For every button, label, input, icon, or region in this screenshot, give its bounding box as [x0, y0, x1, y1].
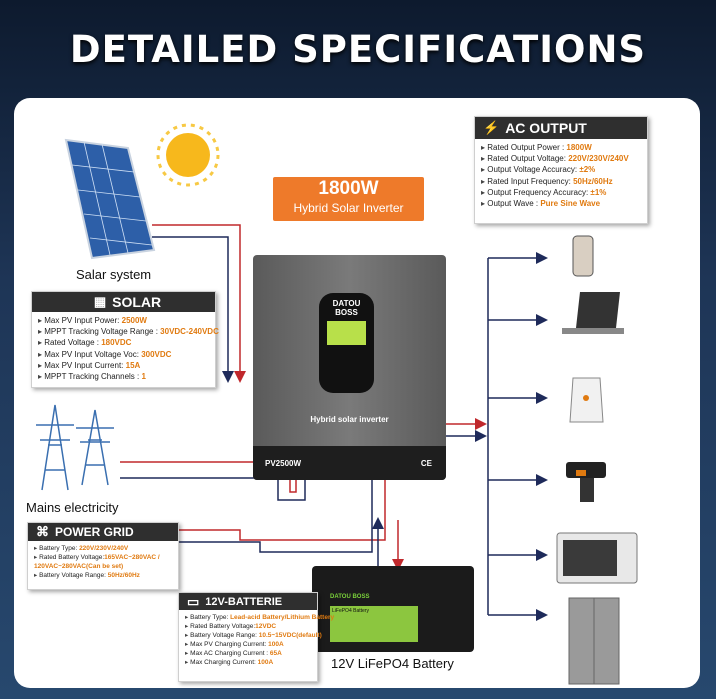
plug-icon: ⚡ — [483, 120, 500, 135]
mains-label: Mains electricity — [26, 500, 119, 515]
power-grid-rows: Battery Type: 220V/230V/240V Rated Batte… — [28, 541, 178, 583]
sun-icon — [156, 123, 220, 187]
drill-icon — [566, 462, 606, 502]
solar-wire-red — [152, 224, 246, 383]
grid-wire-red — [120, 461, 297, 493]
spec-row: Battery Voltage Range: 10.5~15VDC(defaul… — [185, 631, 322, 640]
spec-row: Output Frequency Accuracy: ±1% — [481, 187, 641, 198]
inverter-device: DATOU BOSS Hybrid solar inverter PV2500W… — [253, 255, 446, 480]
battery-label: 12V LiFePO4 Battery — [331, 656, 454, 671]
kettle-icon — [569, 377, 604, 423]
fridge-icon — [568, 597, 620, 685]
ac-output-rows: Rated Output Power : 1800W Rated Output … — [475, 139, 647, 212]
battery-header: ▭ 12V-BATTERIE — [179, 593, 317, 610]
banner-subtitle: Hybrid Solar Inverter — [293, 201, 404, 215]
solar-wire-navy — [152, 236, 234, 383]
grid-wire-navy — [120, 477, 306, 501]
brand-line-2: BOSS — [335, 308, 358, 317]
spec-row: Rated Voltage : 180VDC — [38, 337, 209, 348]
spec-row: MPPT Tracking Voltage Range : 30VDC-240V… — [38, 326, 219, 337]
solar-panel-icon — [64, 138, 156, 260]
solar-system-label: Salar system — [76, 267, 152, 282]
inverter-base — [253, 446, 446, 480]
inverter-banner: 1800W Hybrid Solar Inverter — [273, 177, 424, 221]
battery-device: DATOU BOSS LiFePO4 Battery — [312, 566, 474, 652]
spec-row: Rated Output Power : 1800W — [481, 142, 641, 153]
battery-icon: ▭ — [187, 593, 200, 609]
inverter-screen: DATOU BOSS — [319, 293, 374, 393]
solar-rows: Max PV Input Power: 2500W MPPT Tracking … — [32, 312, 219, 385]
battery-panel: ▭ 12V-BATTERIE Battery Type: Lead-acid B… — [178, 592, 334, 682]
spec-row: Output Wave : Pure Sine Wave — [481, 198, 641, 209]
spec-row: Battery Voltage Range: 50Hz/60Hz — [34, 571, 172, 580]
battery-sticker: LiFePO4 Battery — [330, 606, 418, 642]
pylon-icon — [36, 404, 114, 491]
power-grid-title: POWER GRID — [55, 525, 134, 539]
lcd-display — [327, 321, 366, 345]
spec-row: Max AC Charging Current : 65A — [185, 649, 311, 658]
spec-row: Rated Battery Voltage:165VAC~280VAC / 12… — [34, 553, 172, 571]
spec-row: Max PV Input Current: 15A — [38, 360, 209, 371]
solar-title: SOLAR — [112, 294, 162, 310]
brand-line-1: DATOU — [332, 299, 361, 308]
battery-brand: DATOU BOSS — [330, 594, 370, 600]
grid-wire-navy-2 — [170, 478, 373, 553]
spec-row: Battery Type: Lead-acid Battery/Lithium … — [185, 613, 334, 622]
battery-title: 12V-BATTERIE — [205, 595, 283, 608]
spec-row: Max PV Input Voltage Voc: 300VDC — [38, 349, 209, 360]
inverter-model: PV2500W — [265, 459, 302, 468]
ac-output-panel: ⚡ AC OUTPUT Rated Output Power : 1800W R… — [474, 116, 648, 224]
ce-mark: CE — [420, 459, 432, 468]
laptop-icon — [562, 292, 624, 334]
spec-row: Rated Battery Voltage:12VDC — [185, 622, 311, 631]
spec-row: Max PV Charging Current: 100A — [185, 640, 311, 649]
inverter-label: Hybrid solar inverter — [310, 415, 389, 424]
solar-module-icon: ▦ — [93, 294, 107, 309]
ac-output-header: ⚡ AC OUTPUT — [475, 117, 647, 139]
spec-row: Output Voltage Accuracy: ±2% — [481, 164, 641, 175]
ac-output-title: AC OUTPUT — [505, 120, 587, 136]
solar-header: ▦ SOLAR — [32, 292, 215, 312]
pylon-small-icon: ⌘ — [36, 524, 49, 539]
phone-icon — [572, 235, 594, 277]
spec-row: Max PV Input Power: 2500W — [38, 315, 209, 326]
spec-row: Battery Type: 220V/230V/240V — [34, 544, 172, 553]
inverter-brand: DATOU BOSS — [319, 299, 374, 317]
spec-row: Max Charging Current: 100A — [185, 658, 311, 667]
banner-power: 1800W — [318, 178, 379, 199]
spec-row: Rated Input Frequency: 50Hz/60Hz — [481, 176, 641, 187]
headline: DETAILED SPECIFICATIONS — [69, 28, 647, 71]
grid-wire-red-2 — [170, 478, 386, 541]
solar-panel-specs: ▦ SOLAR Max PV Input Power: 2500W MPPT T… — [31, 291, 219, 388]
oven-icon — [556, 532, 638, 584]
power-grid-panel: ⌘ POWER GRID Battery Type: 220V/230V/240… — [27, 522, 179, 590]
spec-row: MPPT Tracking Channels : 1 — [38, 371, 209, 382]
power-grid-header: ⌘ POWER GRID — [28, 523, 178, 541]
battery-rows: Battery Type: Lead-acid Battery/Lithium … — [179, 610, 334, 670]
spec-row: Rated Output Voltage: 220V/230V/240V — [481, 153, 641, 164]
